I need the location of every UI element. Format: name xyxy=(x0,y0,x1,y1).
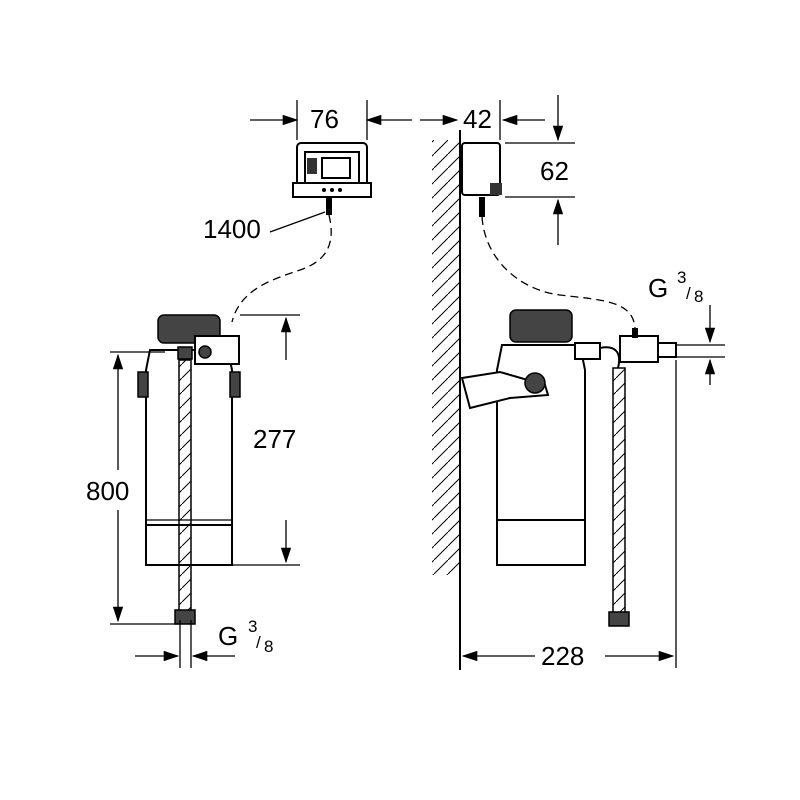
svg-text:G: G xyxy=(218,621,238,651)
controller-height-label: 62 xyxy=(540,156,569,186)
controller-width-label: 76 xyxy=(310,104,339,134)
cable-right xyxy=(481,216,636,331)
svg-text:G: G xyxy=(648,273,668,303)
wall-hatch xyxy=(432,140,460,575)
svg-text:3: 3 xyxy=(677,268,686,287)
thread-label-right: G 3 / 8 xyxy=(648,268,703,306)
cable-length-label: 1400 xyxy=(203,214,261,244)
connection-height-label: 277 xyxy=(253,424,296,454)
controller-front xyxy=(292,142,372,215)
filter-unit-right xyxy=(460,309,677,627)
total-height-label: 800 xyxy=(86,476,129,506)
cable-left xyxy=(231,214,332,323)
controller-depth-label: 42 xyxy=(463,104,492,134)
leader-1400 xyxy=(269,211,326,233)
svg-text:8: 8 xyxy=(264,637,273,656)
wall-distance-label: 228 xyxy=(541,641,584,671)
filter-unit-left xyxy=(137,314,241,625)
svg-text:8: 8 xyxy=(694,287,703,306)
svg-text:3: 3 xyxy=(248,617,257,636)
svg-text:/: / xyxy=(686,284,691,303)
svg-text:/: / xyxy=(256,633,261,652)
controller-side xyxy=(461,142,502,217)
thread-label-left: G 3 / 8 xyxy=(218,617,273,656)
